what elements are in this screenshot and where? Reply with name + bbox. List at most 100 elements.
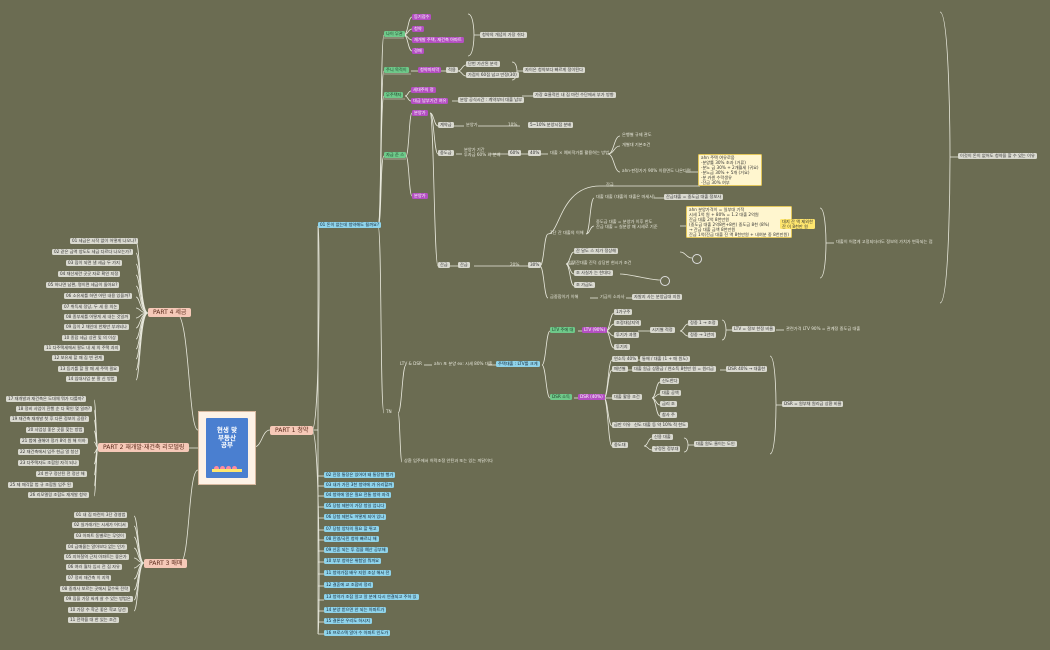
p1-q-2[interactable]: 04 청약에 얼은 필요 전통 청약 자격 (324, 492, 392, 498)
p1-balance-node[interactable]: 잔금 (438, 262, 450, 268)
p1-ltv-g1-item-0[interactable]: 1가구주 (614, 309, 633, 315)
p2-item-6[interactable]: 23 다주택자도 조합원 자격 되나 (18, 460, 79, 466)
p1-q-6[interactable]: 08 민영/국민 청약 빠르니 해 (324, 536, 379, 542)
p1-ltv-g1-mid[interactable]: 시기별 적정 (650, 327, 675, 333)
p2-item-0[interactable]: 17 재개발과 재건축은 도대체 뭐가 다를까? (6, 396, 86, 402)
p1-ltv-g2-item-4[interactable]: 중도대 (612, 442, 628, 448)
p1-age-item-0[interactable]: 등기접수 (412, 14, 432, 20)
p1-bal-pct2[interactable]: 30% (528, 262, 542, 268)
p1-money-node[interactable]: 자금 준 스 (384, 152, 407, 158)
p4-item-8[interactable]: 09 집이 2 채인데 한채만 부과되나 (64, 324, 129, 330)
p1-q-12[interactable]: 14 분양 받으면 안 되는 아파트가 (324, 607, 387, 613)
p1-bal-a[interactable]: 잔금 (458, 262, 470, 268)
p1-ltv-g1-r2[interactable]: 정중 → 1년미 (688, 332, 717, 338)
p2-item-7[interactable]: 24 반구 정산된 전 정산 해 (36, 471, 87, 477)
p1-q-10[interactable]: 12 결혼에 교 조합비 정리 (324, 582, 374, 588)
p4-item-9[interactable]: 10 종합 세금 상관 및 의 이상 (62, 335, 118, 341)
p4-item-12[interactable]: 13 등기를 할 팔 때 세 주택 필요 (58, 366, 120, 372)
p4-item-5[interactable]: 06 소유세를 하면 어떤 내용 있을까? (64, 293, 133, 299)
p1-q-8[interactable]: 10 부부 청약은 위험일 뭐까요 (324, 558, 382, 564)
p1-ltv-g2-sub-1[interactable]: 대출 공액 (660, 390, 681, 396)
p4-item-6[interactable]: 07 취득세 정당, 두 세 용 의논 (62, 304, 120, 310)
p3-item-10[interactable]: 11 전략을 대 한 있는 조건 (68, 617, 119, 623)
p2-item-4[interactable]: 21 법에 결해야 정가 8억 원 해 이하 (20, 438, 88, 444)
p1-age-note[interactable]: 청약의 개념이 가장 쉬다 (480, 32, 527, 38)
p1-bal-b1-note[interactable]: 잔금대출 = 중도금 대출 정보사 (664, 194, 724, 200)
p1-ltv-g2-r2[interactable]: 대출 원금 상환금 / 연소득 8천만 원 = 원리금 (632, 366, 716, 372)
p1-root-node[interactable]: 01 돈이 없는데 청약해도 될까요? (318, 222, 382, 228)
p1-ltv-g1[interactable]: LTV 주에 대 (550, 327, 576, 333)
p1-youth-sub2-node[interactable]: 적용 (446, 67, 458, 73)
p3-item-9[interactable]: 10 가장 수 학군 좋은 학교 당선 (68, 607, 128, 613)
p1-youth-sub-node[interactable]: 청약마지막 (418, 67, 442, 73)
p2-item-2[interactable]: 19 재건축 재개발 첫 후 다른 정보이 공용? (10, 416, 89, 422)
p2-item-1[interactable]: 18 정비 사업이 진행 순 다 확인 몇 일까? (16, 406, 93, 412)
p1-ltv-g2-item-3[interactable]: 급만 이유 전 비율 (612, 422, 647, 428)
p2-item-3[interactable]: 20 사업성 좋은 곳을 찾는 방법 (26, 427, 85, 433)
p1-ltv-g2-sub-3[interactable]: 참사 주 (660, 412, 677, 418)
p2-item-9[interactable]: 26 리모델링 조합도 재개발 청약 (28, 492, 89, 498)
p1-ltv-g2-sub3-0[interactable]: 신용 대출 (652, 434, 673, 440)
part4-node[interactable]: PART 4 세금 (148, 308, 192, 317)
p1-mid-pct2[interactable]: 40% (528, 150, 542, 156)
p1-ltv-g2-item-1[interactable]: 매년별 (612, 366, 628, 372)
p1-mid-pct1[interactable]: 60% (508, 150, 522, 156)
p3-item-2[interactable]: 03 아파트 동별로는 무엇이 (74, 533, 126, 539)
p4-item-7[interactable]: 08 종부세를 어떻게 세 내는 것일까 (64, 314, 131, 320)
p1-ltv-g1-item-1[interactable]: 조정대상지역 (614, 320, 642, 326)
p1-home-b[interactable]: 대금 납부기간 여유 (411, 98, 449, 104)
p3-item-5[interactable]: 06 여러 월차 입시 전 집 자유 (66, 564, 122, 570)
p3-item-7[interactable]: 08 중개사 보르는 곳에서 할수록 전략 (60, 586, 130, 592)
p1-ltv-g2-note[interactable]: 대출 원도 줄이는 도인 (694, 441, 737, 447)
p1-q-4[interactable]: 06 당첨 제한도 어떻게 되어 있나 (324, 514, 387, 520)
p4-item-11[interactable]: 12 보유세 할 때 집 변 관계 (52, 355, 104, 361)
p1-youth-node[interactable]: 주니 목적이 (384, 67, 409, 73)
part1-node[interactable]: PART 1 청약 (270, 426, 314, 435)
p1-ltv-g2-r3[interactable]: DSR 40% → 대출한 (726, 366, 768, 372)
p1-ltv-g1a[interactable]: LTV (90%) (582, 327, 608, 333)
p4-item-2[interactable]: 03 집이 되면 낼 세금 두 가지 (66, 260, 122, 266)
p4-item-1[interactable]: 02 같은 금액 양도도 세금 다르다 나오는가? (52, 249, 134, 255)
p1-age-item-2[interactable]: 재개발 주택, 재건축 아파트 (412, 37, 464, 43)
p3-item-4[interactable]: 05 지하철역 근처 아파트는 좋은가 (64, 554, 129, 560)
p1-bal-c2c[interactable]: 조 사실가 는 한대다 (574, 270, 613, 276)
p4-item-10[interactable]: 11 다주택세에서 팔도 내 세 의 주택 과지 (44, 345, 121, 351)
p1-q-13[interactable]: 15 결론은 우리도 하시지 (324, 618, 372, 624)
p3-item-6[interactable]: 07 정비 재건축 이 지역 (66, 575, 112, 581)
p2-item-5[interactable]: 22 재건축에서 입주 현금 얼 청산 (18, 449, 81, 455)
p1-ltv-g2-sub3-1[interactable]: 규정된 정부대 (652, 446, 681, 452)
p3-item-0[interactable]: 01 내 집 마련이 3단 경영법 (74, 512, 128, 518)
p1-ltv-g1-item-3[interactable]: 투기지 (614, 344, 630, 350)
p1-ltv-g2a[interactable]: DSR (40%) (578, 394, 605, 400)
p1-q-14[interactable]: 16 프로스텍 알아 수 아파트 인도가 (324, 630, 391, 636)
p1-home-note[interactable]: 가장 효율적인 내 집 마련 수단에서 부가 방향 (533, 92, 616, 98)
p4-item-4[interactable]: 05 하나면 남편, 명이면 세금이 돌아요? (46, 282, 120, 288)
p3-item-8[interactable]: 09 집을 가장 싸게 살 수 있는 방법은 (64, 596, 133, 602)
p1-ltv-g2[interactable]: DSR 소득 (550, 394, 572, 400)
p1-mid-node[interactable]: 중도금 (438, 150, 454, 156)
p1-q-7[interactable]: 09 신혼 되는 투 점을 예산 공부해 (324, 547, 388, 553)
p2-item-8[interactable]: 25 제 매각할 법 규 조합원 입주 된 (8, 482, 73, 488)
p1-q-11[interactable]: 13 청약가 조잡 알고 알 분에 다시 연결되고 주하 있 (324, 594, 419, 600)
p1-q-3[interactable]: 05 당첨 제한이 가장 청일 업니다 (324, 503, 387, 509)
p1-youth-note[interactable]: 자이은 청약보다 빠르게 정이된다 (523, 67, 585, 73)
p1-ltv-g2-item-0[interactable]: 연소득 40% (612, 356, 639, 362)
p1-ltv-g2-sub-2[interactable]: 금리 조 (660, 401, 677, 407)
p1-ltv-g1-note[interactable]: LTV = 정보 한정 비율 (732, 326, 776, 332)
p1-ltv-g2-sub2[interactable]: 신도 대출 등 약 10% 적 한도 (632, 422, 688, 428)
p3-item-3[interactable]: 04 급매물는 알아보다 없는 인가 (66, 544, 127, 550)
p1-youth-a[interactable]: 단번 가산된 분석 (466, 61, 500, 67)
book-cover-center-node[interactable]: 현생 맞 부동산 공부 (198, 411, 256, 485)
p1-bal-yellow[interactable]: 대지 잔 액 제외한 잔 이 8천만 원 (780, 219, 815, 229)
p1-q-0[interactable]: 02 진정 통장은 있어야 돼 통장형 행가 (324, 472, 396, 478)
p1-ltv-g2-item-2[interactable]: 대출 활용 조건 (612, 394, 642, 400)
part2-node[interactable]: PART 2 재개발·재건축 리모델링 (98, 443, 190, 452)
p1-summary-note[interactable]: 이것이 돈이 없어도 청약을 할 수 있는 이유 (958, 153, 1037, 159)
p1-home-node[interactable]: 무주택자 (384, 92, 404, 98)
p1-ltv-g2-note2[interactable]: DSR = 원부채 원리금 상환 비율 (782, 401, 844, 407)
p1-ltv-g1-item-2[interactable]: 투기가 과열 (614, 332, 639, 338)
p1-ltv-b[interactable]: 주택대출 : LTV를 크게 (496, 361, 540, 367)
part3-node[interactable]: PART 3 매매 (144, 559, 188, 568)
p1-bal-c2d[interactable]: 조 가금도 (574, 282, 595, 288)
p4-item-13[interactable]: 14 임대사업 분 팔 신 방법 (66, 376, 117, 382)
